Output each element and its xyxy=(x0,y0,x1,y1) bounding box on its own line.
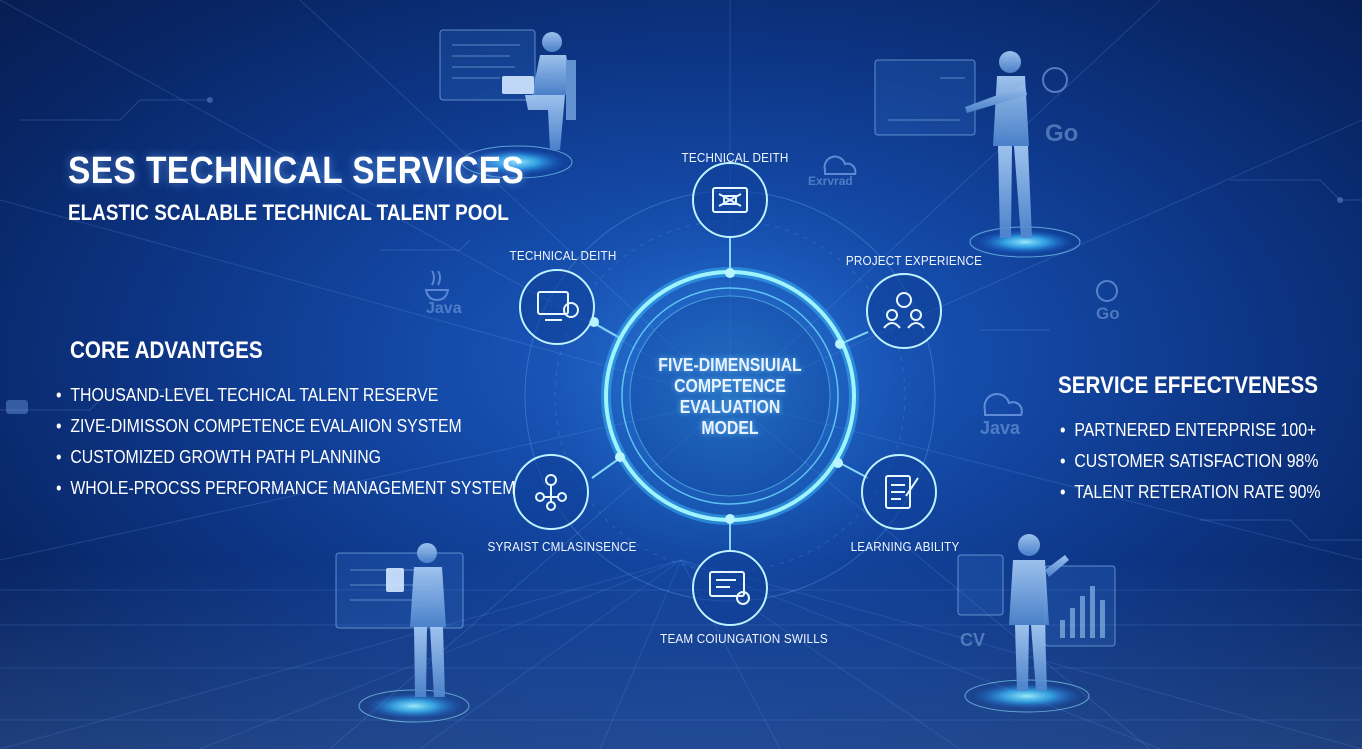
model-center-line: COMPETENCE xyxy=(674,376,786,396)
model-center-line: MODEL xyxy=(701,418,759,438)
node-label-technical-depth-2: TECHNICAL DEITH xyxy=(509,248,617,263)
go-gopher-icon xyxy=(1042,67,1118,302)
node-label-project-experience: PROJECT EXPERIENCE xyxy=(845,253,983,268)
person-tablet-figure xyxy=(386,543,446,697)
model-center-line: FIVE-DIMENSIUIAL xyxy=(658,355,802,375)
cloud-icon xyxy=(823,155,1023,416)
core-advantages-heading: CORE ADVANTGES xyxy=(70,337,263,364)
node-label-synergy: SYRAIST CMLASINSENCE xyxy=(487,539,637,554)
page-subtitle: ELASTIC SCALABLE TECHNICAL TALENT POOL xyxy=(68,200,509,225)
people-network-icon xyxy=(535,474,567,511)
person-sitting-laptop-figure xyxy=(502,32,576,150)
go-logo-text-2: Go xyxy=(1096,304,1120,323)
person-chart-presenter-figure xyxy=(1009,534,1069,691)
list-item: ZIVE-DIMISSON COMPETENCE EVALAIION SYSTE… xyxy=(56,411,515,442)
model-center-line: EVALUATION xyxy=(679,397,781,417)
java-logo-text: Java xyxy=(426,300,462,317)
screen-gear-icon xyxy=(709,571,750,605)
model-center-label: FIVE-DIMENSIUIAL COMPETENCE EVALUATION M… xyxy=(630,355,830,439)
list-item: CUSTOMER SATISFACTION 98% xyxy=(1060,446,1321,477)
list-item: THOUSAND-LEVEL TECHICAL TALENT RESERVE xyxy=(56,380,515,411)
core-advantages-list: THOUSAND-LEVEL TECHICAL TALENT RESERVE Z… xyxy=(56,380,578,504)
circuit-board-icon xyxy=(712,187,748,213)
glow-platforms xyxy=(358,145,1090,723)
list-item: TALENT RETERATION RATE 90% xyxy=(1060,477,1320,508)
list-item: CUSTOMIZED GROWTH PATH PLANNING xyxy=(56,442,515,473)
node-label-learning-ability: LEARNING ABILITY xyxy=(850,539,960,554)
node-label-team-communication: TEAM COIUNGATION SWILLS xyxy=(660,631,828,646)
team-people-icon xyxy=(883,292,925,329)
monitor-chip-icon xyxy=(537,291,579,321)
go-logo-text: Go xyxy=(1045,120,1079,147)
service-effectiveness-heading: SERVICE EFFECTVENESS xyxy=(1058,372,1318,399)
cv-text: CV xyxy=(960,630,986,650)
person-standing-presenting-figure xyxy=(965,51,1032,238)
page-title: SES TECHNICAL SERVICES xyxy=(68,150,525,192)
checklist-pen-icon xyxy=(885,475,919,509)
java-cup-icon xyxy=(424,270,450,302)
cloud-caption: Exrvrad xyxy=(808,174,853,188)
circuit-traces xyxy=(0,99,1362,541)
service-effectiveness-list: PARTNERED ENTERPRISE 100+ CUSTOMER SATIS… xyxy=(1060,415,1356,508)
java-logo-text-2: Java xyxy=(980,418,1021,438)
list-item: PARTNERED ENTERPRISE 100+ xyxy=(1060,415,1321,446)
list-item: WHOLE-PROCSS PERFORMANCE MANAGEMENT SYST… xyxy=(56,473,515,504)
node-label-technical-depth: TECHNICAL DEITH xyxy=(681,150,789,165)
